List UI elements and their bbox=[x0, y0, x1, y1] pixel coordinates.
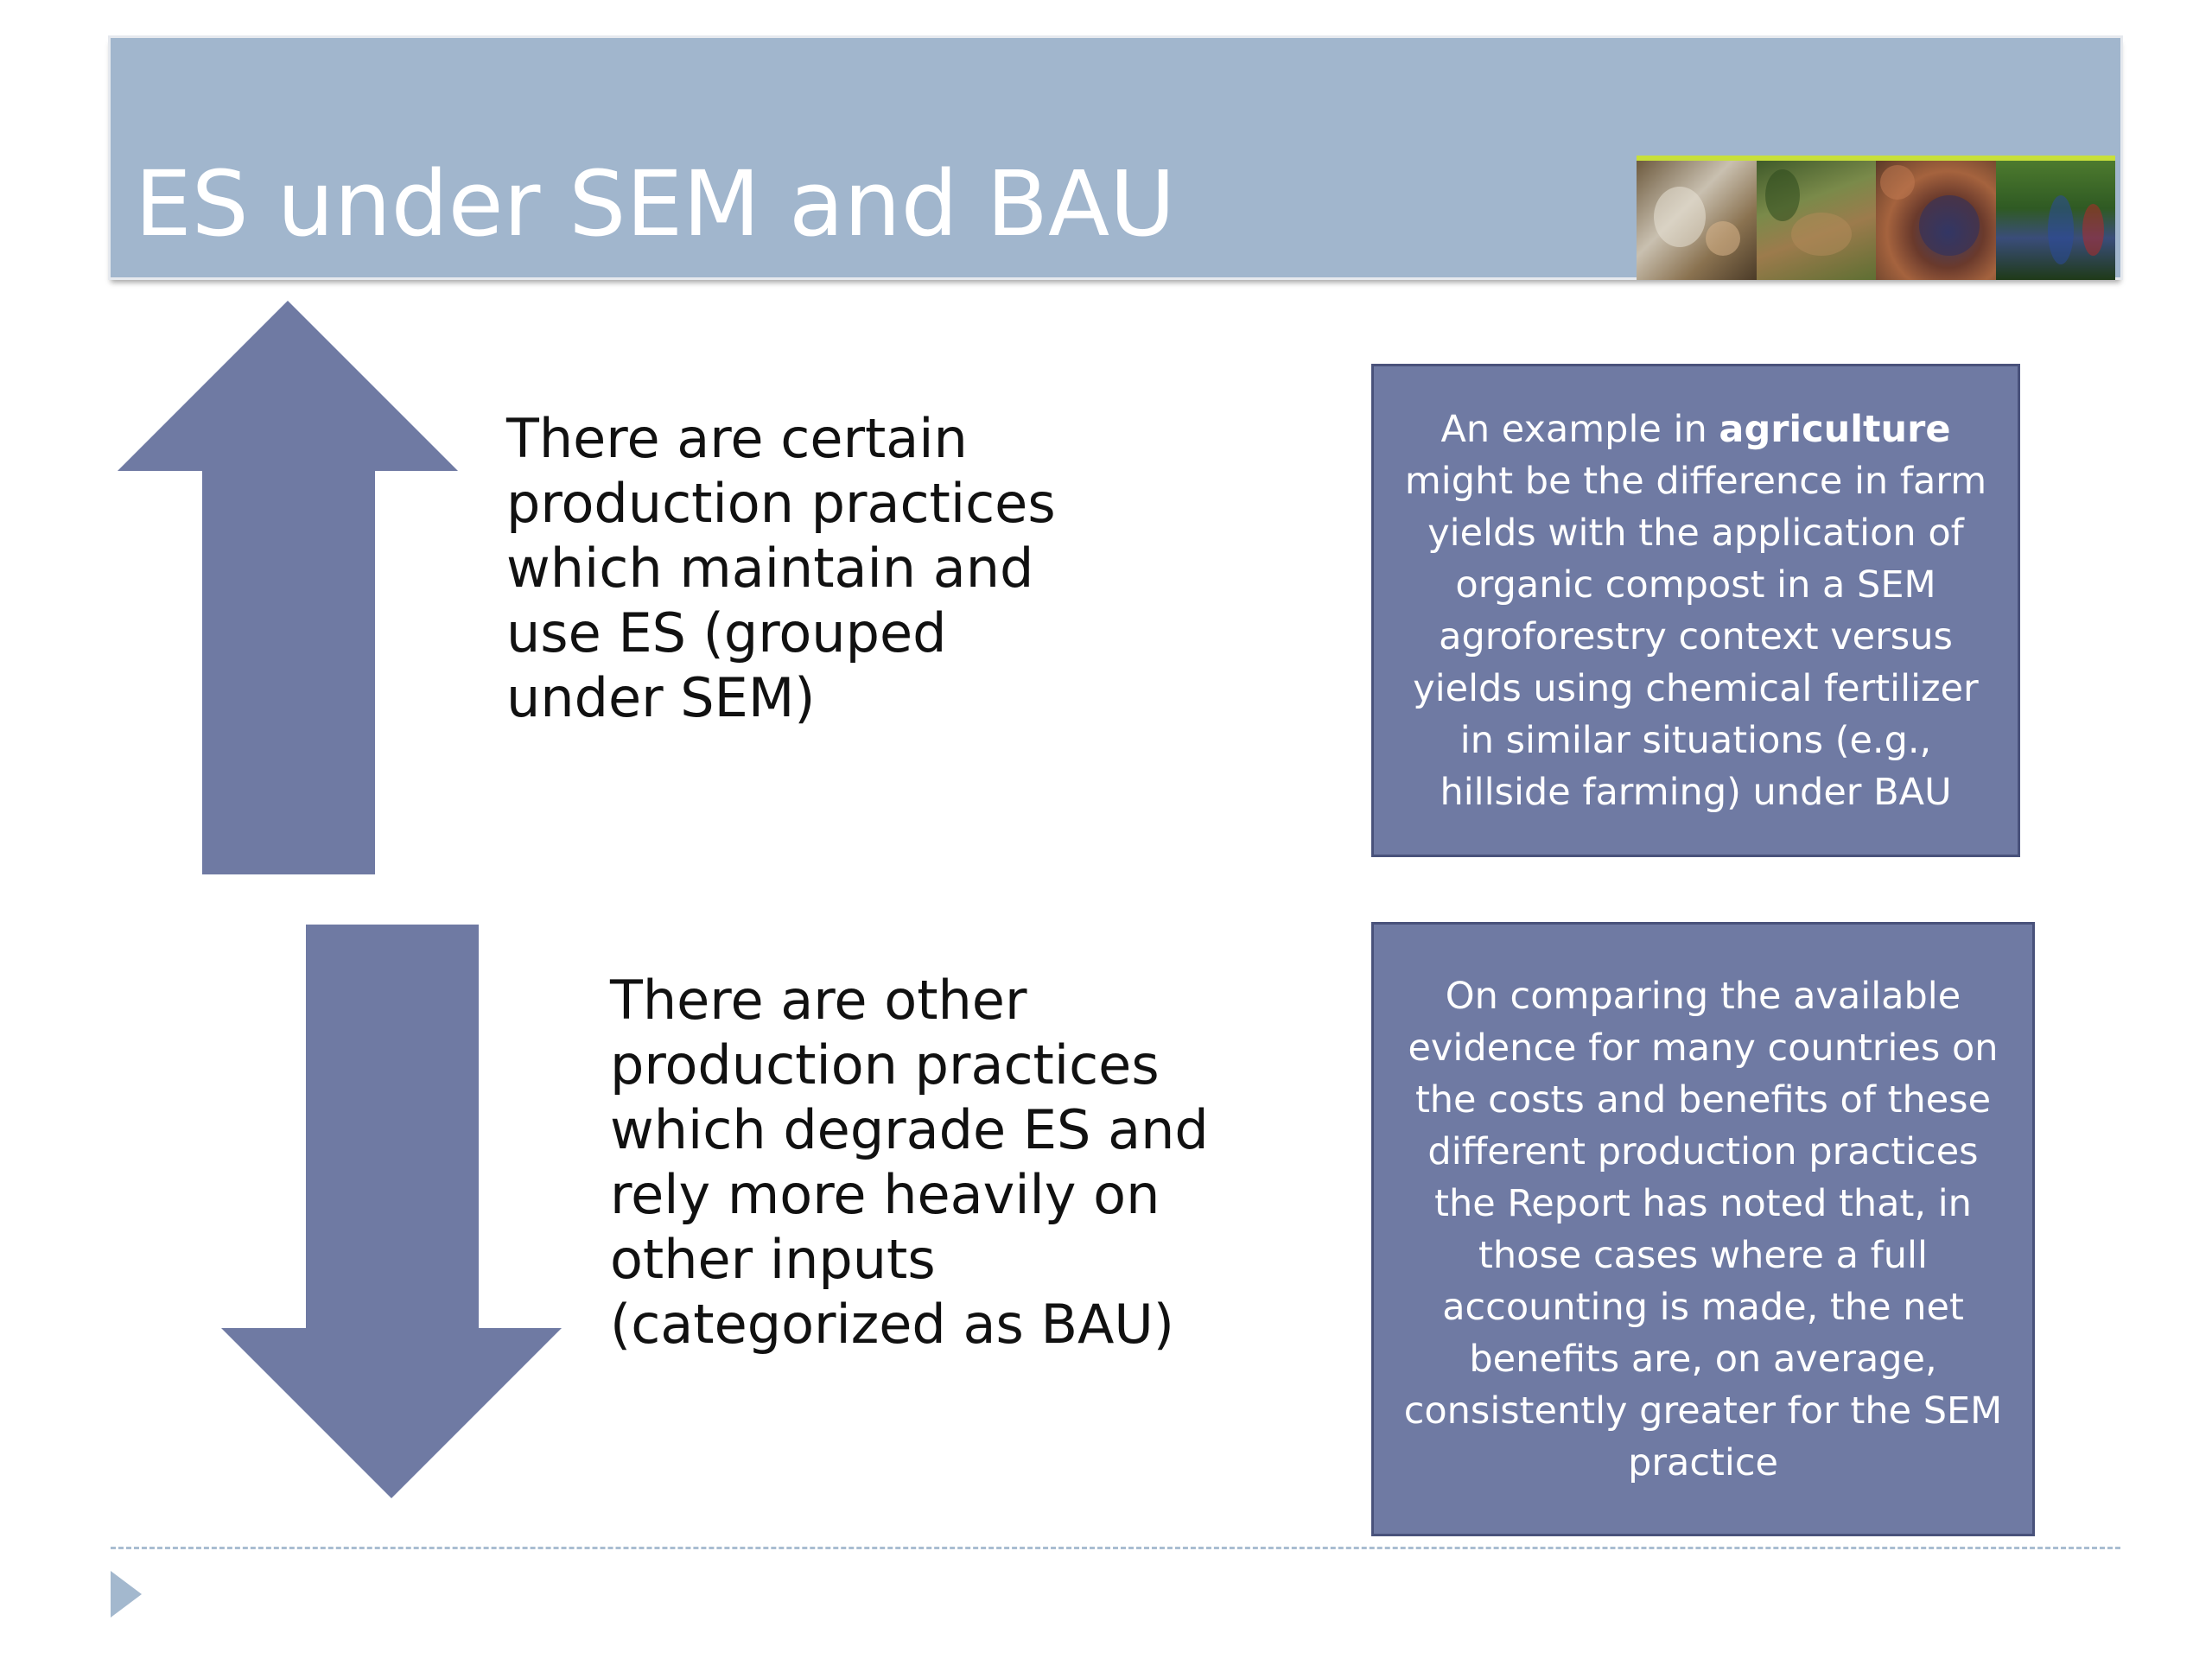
arrow-up-icon bbox=[118, 301, 458, 874]
triangle-right-icon bbox=[111, 1571, 142, 1618]
comparison-finding-text: On comparing the available evidence for … bbox=[1403, 974, 2003, 1484]
agriculture-example-text: An example in agriculture might be the d… bbox=[1393, 404, 1999, 818]
photo-hands-harvest bbox=[1637, 161, 1757, 280]
arrow-down-icon bbox=[221, 925, 562, 1498]
bau-description: There are other production practices whi… bbox=[610, 969, 1209, 1356]
agriculture-example-prefix: An example in bbox=[1440, 407, 1719, 451]
agriculture-example-suffix: might be the difference in farm yields w… bbox=[1404, 459, 1987, 814]
sem-description: There are certain production practices w… bbox=[506, 407, 1056, 729]
slide-title: ES under SEM and BAU bbox=[135, 151, 1176, 257]
agriculture-example-box: An example in agriculture might be the d… bbox=[1371, 364, 2020, 857]
agriculture-emphasis: agriculture bbox=[1719, 407, 1951, 451]
photo-basket-berries bbox=[1876, 161, 1996, 280]
photo-hikers-trail bbox=[1995, 161, 2115, 280]
title-banner: ES under SEM and BAU bbox=[111, 38, 2120, 280]
footer-divider bbox=[111, 1547, 2120, 1549]
photo-forest-logs bbox=[1756, 161, 1876, 280]
photo-strip bbox=[1637, 156, 2115, 280]
comparison-finding-box: On comparing the available evidence for … bbox=[1371, 922, 2035, 1536]
